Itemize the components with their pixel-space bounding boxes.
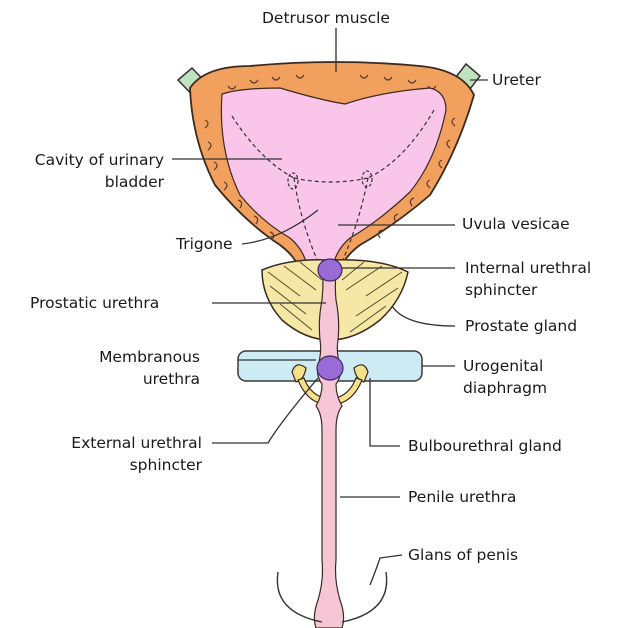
external-urethral-sphincter — [317, 356, 343, 380]
label-ureter: Ureter — [492, 70, 541, 90]
label-prostatic-urethra: Prostatic urethra — [30, 293, 159, 313]
label-uvula-vesicae: Uvula vesicae — [462, 214, 570, 234]
bladder-cavity — [221, 88, 446, 262]
label-prostate-gland: Prostate gland — [465, 316, 577, 336]
label-detrusor-muscle: Detrusor muscle — [262, 8, 390, 28]
glans-outline-right — [342, 572, 387, 622]
label-membranous-line1: Membranous — [50, 347, 200, 367]
label-trigone: Trigone — [176, 234, 233, 254]
label-internal-sphincter-line2: sphincter — [465, 280, 537, 300]
label-internal-sphincter-line1: Internal urethral — [465, 258, 591, 278]
label-glans-of-penis: Glans of penis — [408, 545, 518, 565]
label-cavity-line1: Cavity of urinary — [14, 150, 164, 170]
label-membranous-line2: urethra — [50, 369, 200, 389]
label-external-sphincter-line2: sphincter — [20, 455, 202, 475]
label-urogenital-line1: Urogenital — [463, 356, 543, 376]
label-bulbourethral-gland: Bulbourethral gland — [408, 436, 562, 456]
internal-urethral-sphincter — [318, 259, 342, 281]
label-external-sphincter-line1: External urethral — [20, 433, 202, 453]
label-cavity-line2: bladder — [14, 172, 164, 192]
label-penile-urethra: Penile urethra — [408, 487, 516, 507]
label-urogenital-line2: diaphragm — [463, 378, 547, 398]
